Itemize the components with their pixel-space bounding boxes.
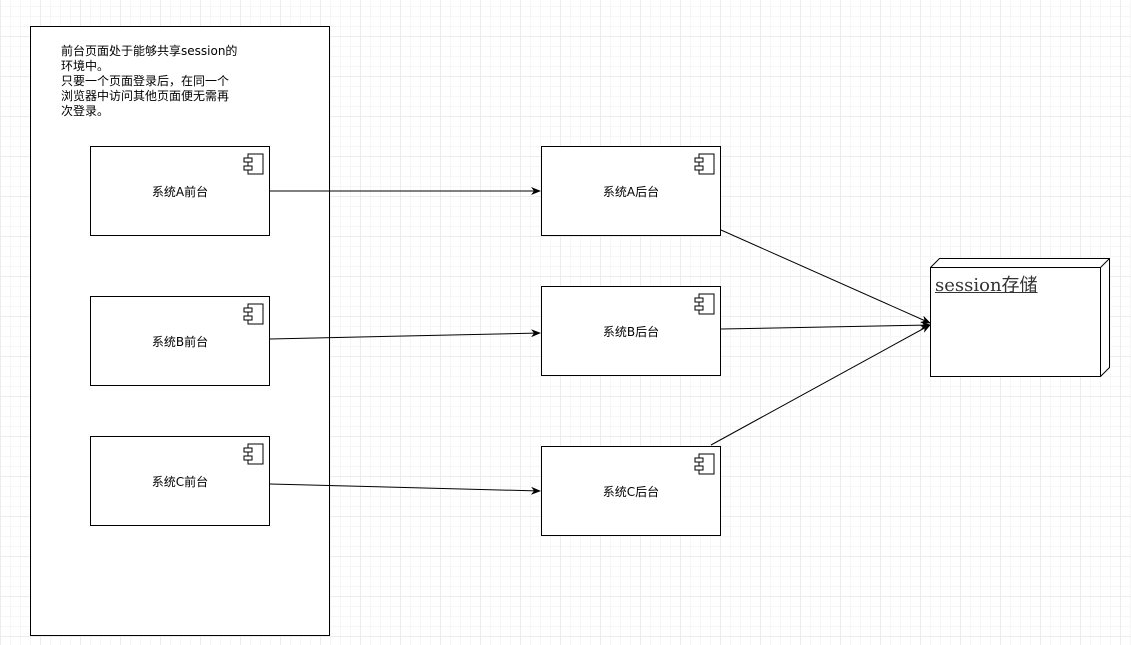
component-backend-a[interactable]: 系统A后台 — [541, 146, 721, 236]
session-storage-node[interactable]: session存储 — [930, 258, 1110, 378]
component-icon — [694, 453, 715, 475]
node-box-shape — [930, 258, 1110, 377]
edge-backend-a-to-storage[interactable] — [720, 229, 931, 324]
note-line: 只要一个页面登录后，在同一个 — [61, 74, 230, 88]
note-line: 环境中。 — [61, 59, 110, 73]
component-icon — [243, 303, 264, 325]
component-label: 系统C前台 — [151, 474, 209, 489]
component-frontend-b[interactable]: 系统B前台 — [90, 296, 270, 386]
edge-backend-b-to-storage[interactable] — [720, 321, 931, 330]
note-line: 浏览器中访问其他页面便无需再 — [61, 89, 230, 103]
component-label: 系统B前台 — [151, 334, 209, 349]
component-label: 系统C后台 — [602, 484, 660, 499]
component-icon — [243, 153, 264, 175]
component-icon — [694, 153, 715, 175]
component-backend-b[interactable]: 系统B后台 — [541, 286, 721, 376]
component-frontend-a[interactable]: 系统A前台 — [90, 146, 270, 236]
session-storage-label: session存储 — [935, 275, 1038, 296]
note-line: 前台页面处于能够共享session的 — [61, 44, 238, 58]
edge-backend-c-to-storage[interactable] — [710, 324, 931, 446]
edge-frontend-c-to-backend-c[interactable] — [269, 483, 541, 495]
note-line: 次登录。 — [61, 104, 110, 118]
component-frontend-c[interactable]: 系统C前台 — [90, 436, 270, 526]
component-label: 系统A后台 — [602, 184, 660, 199]
component-icon — [694, 293, 715, 315]
edge-frontend-b-to-backend-b[interactable] — [269, 329, 541, 340]
component-icon — [243, 443, 264, 465]
component-label: 系统B后台 — [602, 324, 660, 339]
frontend-note[interactable]: 前台页面处于能够共享session的 环境中。 只要一个页面登录后，在同一个 浏… — [61, 44, 261, 119]
component-label: 系统A前台 — [151, 184, 209, 199]
component-backend-c[interactable]: 系统C后台 — [541, 446, 721, 536]
